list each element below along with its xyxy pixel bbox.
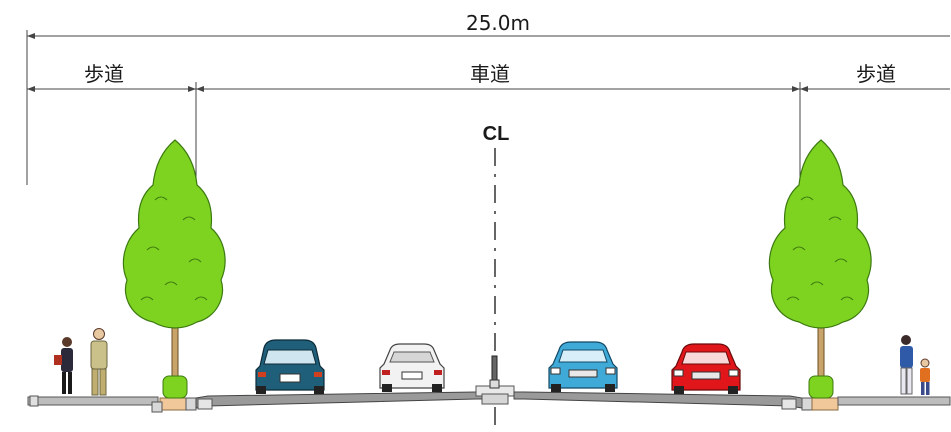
car-icon bbox=[548, 341, 618, 392]
left-curb bbox=[185, 397, 197, 411]
tree-icon bbox=[122, 139, 226, 399]
right-sidewalk-surface bbox=[837, 396, 951, 406]
roadway-label: 車道 bbox=[470, 62, 510, 86]
left-curb-block bbox=[151, 401, 163, 413]
roadway-right-half bbox=[513, 391, 803, 409]
roadway-left-half bbox=[195, 391, 487, 409]
left-edge-block bbox=[29, 395, 39, 407]
car-icon bbox=[671, 343, 741, 394]
right-sidewalk-label: 歩道 bbox=[856, 62, 896, 86]
car-icon bbox=[255, 339, 325, 394]
road-surface bbox=[27, 355, 951, 413]
left-sidewalk-label: 歩道 bbox=[84, 62, 124, 86]
pedestrian-icon bbox=[54, 337, 73, 394]
centerline-label: CL bbox=[483, 123, 510, 145]
pedestrian-icon bbox=[920, 358, 930, 395]
left-planter-box bbox=[159, 397, 187, 411]
tree-icon bbox=[768, 139, 872, 399]
right-planter-box bbox=[811, 397, 839, 411]
right-gutter bbox=[781, 398, 797, 410]
total-width-label: 25.0m bbox=[466, 11, 530, 35]
left-gutter bbox=[197, 398, 213, 410]
right-curb bbox=[801, 397, 813, 411]
median-icon bbox=[475, 355, 515, 405]
left-sidewalk-surface bbox=[27, 396, 159, 406]
car-icon bbox=[379, 343, 445, 392]
dimension-lines: 25.0m 歩道 車道 歩道 bbox=[26, 11, 950, 185]
pedestrian-icon bbox=[900, 335, 913, 395]
pedestrian-icon bbox=[90, 328, 108, 396]
